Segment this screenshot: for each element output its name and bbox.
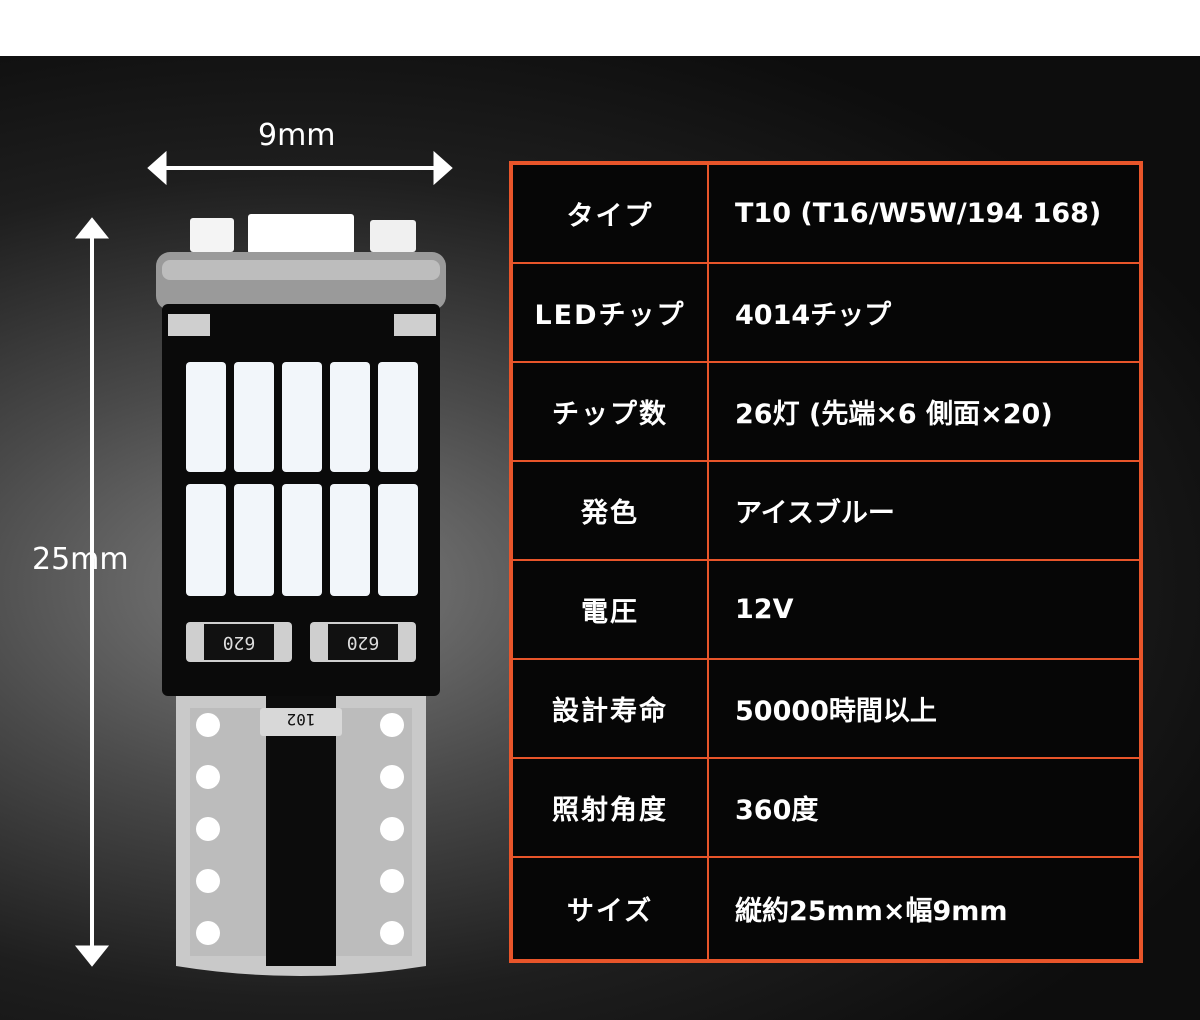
contact-dots (196, 713, 404, 945)
spec-value: 12V (735, 594, 794, 625)
spec-label: 発色 (513, 462, 709, 559)
spec-value: アイスブルー (735, 498, 895, 529)
top-led-chip (190, 218, 234, 252)
spec-row: 発色 アイスブルー (513, 462, 1139, 561)
spec-value: 縦約25mm×幅9mm (735, 896, 1008, 927)
spec-table: タイプ T10 (T16/W5W/194 168) LEDチップ 4014チップ… (509, 161, 1143, 963)
width-dimension-label: 9mm (258, 118, 336, 153)
resistor-left-label: 620 (223, 632, 256, 653)
spec-value: T10 (T16/W5W/194 168) (735, 198, 1102, 229)
top-led-chip (248, 214, 354, 254)
spec-label: チップ数 (513, 363, 709, 460)
spec-row: チップ数 26灯 (先端×6 側面×20) (513, 363, 1139, 462)
spec-label: 設計寿命 (513, 660, 709, 757)
led-chip-row-upper (186, 362, 418, 472)
spec-value: 50000時間以上 (735, 696, 937, 727)
spec-label: 電圧 (513, 561, 709, 658)
spec-value: 26灯 (先端×6 側面×20) (735, 399, 1053, 430)
width-dimension-arrow (147, 150, 453, 186)
top-led-chip (370, 220, 416, 252)
spec-value: 360度 (735, 795, 819, 826)
spec-label: LEDチップ (513, 264, 709, 361)
spec-label: タイプ (513, 165, 709, 262)
spec-label: サイズ (513, 858, 709, 959)
height-dimension-label: 25mm (32, 542, 129, 577)
spec-row: サイズ 縦約25mm×幅9mm (513, 858, 1139, 959)
led-bulb-illustration: 620 620 102 (74, 150, 453, 976)
resistor-bottom (260, 708, 342, 736)
spec-label: 照射角度 (513, 759, 709, 856)
center-contact (266, 696, 336, 966)
spec-row: 照射角度 360度 (513, 759, 1139, 858)
resistor-bottom-label: 102 (287, 710, 316, 729)
led-chip-row-lower (186, 484, 418, 596)
resistor-right-label: 620 (347, 632, 380, 653)
height-dimension-arrow (74, 217, 110, 967)
product-panel: 620 620 102 9mm 25mm タイプ T10 (T16/ (0, 56, 1200, 1020)
spec-row: 設計寿命 50000時間以上 (513, 660, 1139, 759)
spec-row: 電圧 12V (513, 561, 1139, 660)
spec-value: 4014チップ (735, 300, 892, 331)
spec-row: LEDチップ 4014チップ (513, 264, 1139, 363)
spec-row: タイプ T10 (T16/W5W/194 168) (513, 165, 1139, 264)
